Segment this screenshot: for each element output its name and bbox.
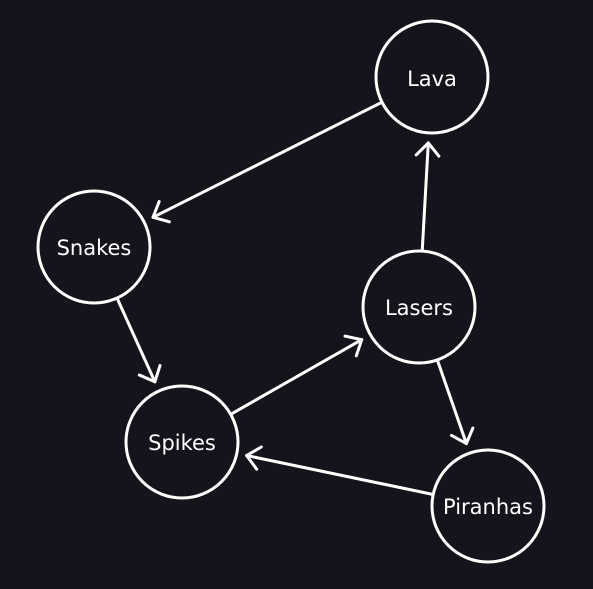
- arrowhead-icon: [414, 141, 441, 158]
- edge-lasers-to-piranhas: [435, 358, 475, 446]
- node-spikes-circle: [124, 384, 240, 500]
- edge-lava-to-snakes: [151, 100, 384, 224]
- node-snakes-label: Snakes: [57, 236, 132, 260]
- node-lava-circle: [374, 19, 490, 135]
- edge-spikes-to-lasers: [229, 334, 364, 416]
- edge-snakes-to-spikes: [115, 296, 162, 384]
- edge-line: [115, 296, 157, 384]
- node-lava: Lava: [374, 19, 490, 135]
- edges-layer: [115, 100, 475, 496]
- arrowhead-icon: [245, 445, 263, 471]
- arrowhead-icon: [450, 426, 475, 446]
- node-snakes: Snakes: [36, 189, 152, 305]
- node-lava-label: Lava: [407, 67, 457, 91]
- arrowhead-icon: [137, 364, 162, 384]
- node-lasers-label: Lasers: [385, 296, 453, 320]
- nodes-layer: Lava Snakes Lasers Spikes Piranhas: [36, 19, 546, 564]
- node-piranhas-circle: [430, 448, 546, 564]
- arrowhead-icon: [343, 334, 364, 358]
- node-spikes: Spikes: [124, 384, 240, 500]
- node-piranhas: Piranhas: [430, 448, 546, 564]
- node-snakes-circle: [36, 189, 152, 305]
- edge-line: [420, 141, 430, 253]
- edge-line: [151, 100, 384, 219]
- edge-line: [435, 358, 468, 446]
- edge-line: [229, 338, 364, 416]
- arrowhead-icon: [151, 200, 171, 224]
- edge-line: [245, 454, 435, 496]
- edge-lasers-to-lava: [414, 141, 441, 253]
- node-spikes-label: Spikes: [148, 431, 216, 455]
- node-lasers: Lasers: [361, 249, 477, 365]
- node-lasers-circle: [361, 249, 477, 365]
- edge-piranhas-to-spikes: [245, 445, 435, 496]
- node-piranhas-label: Piranhas: [443, 495, 533, 519]
